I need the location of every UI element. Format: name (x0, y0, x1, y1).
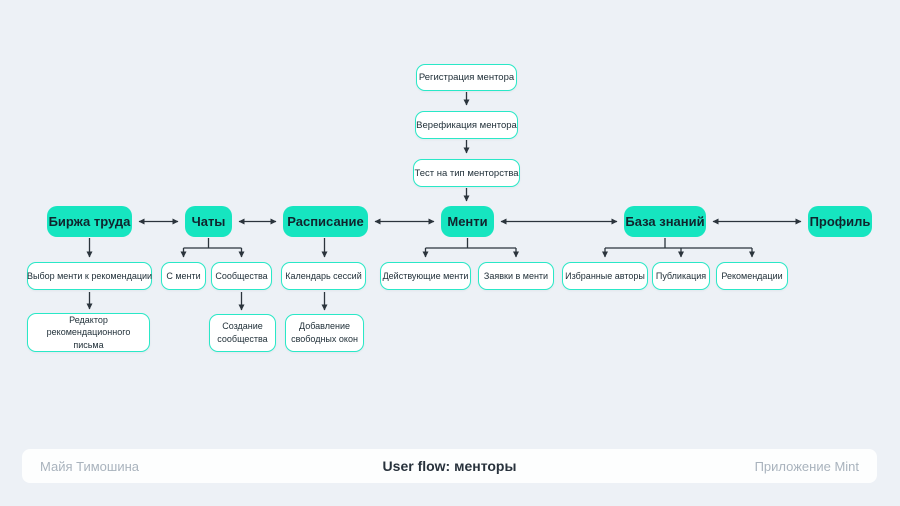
node-label: Рекомендации (721, 271, 783, 281)
node-recommendations: Рекомендации (716, 262, 788, 290)
node-label: Действующие менти (382, 271, 469, 281)
node-label: Редактор рекомендационного письма (46, 314, 131, 350)
node-community-creation: Создание сообщества (209, 314, 276, 352)
footer-app: Приложение Mint (754, 458, 859, 474)
node-label: Биржа труда (48, 214, 131, 229)
node-label: Регистрация ментора (418, 72, 515, 83)
node-registration: Регистрация ментора (416, 64, 517, 91)
node-label: Чаты (191, 214, 226, 229)
node-label: База знаний (625, 214, 705, 229)
node-communities: Сообщества (211, 262, 272, 290)
node-label: Менти (447, 214, 488, 229)
node-label: С менти (166, 271, 201, 281)
node-free-slots: Добавление свободных окон (285, 314, 364, 352)
footer-author: Майя Тимошина (40, 458, 140, 474)
footer-bar: Майя Тимошина User flow: менторы Приложе… (22, 449, 877, 483)
node-label: Тест на тип менторства (414, 167, 519, 179)
node-label: Публикация (655, 271, 707, 281)
node-schedule: Расписание (283, 206, 368, 237)
node-knowledge-base: База знаний (624, 206, 706, 237)
node-session-calendar: Календарь сессий (281, 262, 366, 290)
footer-title: User flow: менторы (382, 458, 517, 474)
node-label: Добавление свободных окон (291, 321, 358, 344)
node-chats: Чаты (185, 206, 232, 237)
node-label: Расписание (287, 214, 364, 229)
node-publication: Публикация (652, 262, 710, 290)
node-job-board: Биржа труда (47, 206, 132, 237)
node-favorite-authors: Избранные авторы (562, 262, 648, 290)
node-active-mentees: Действующие менти (380, 262, 471, 290)
node-label: Верефикация ментора (416, 119, 517, 131)
node-label: Создание сообщества (217, 321, 268, 344)
node-label: Календарь сессий (285, 271, 362, 281)
node-letter-editor: Редактор рекомендационного письма (27, 313, 150, 352)
node-test: Тест на тип менторства (413, 159, 520, 187)
node-label: Сообщества (215, 271, 268, 281)
node-mentees: Менти (441, 206, 494, 237)
node-mentee-choice: Выбор менти к рекомендации (27, 262, 152, 290)
node-label: Избранные авторы (565, 271, 645, 281)
node-mentee-requests: Заявки в менти (478, 262, 554, 290)
node-with-mentee: С менти (161, 262, 206, 290)
node-label: Выбор менти к рекомендации (26, 271, 153, 281)
node-profile: Профиль (808, 206, 872, 237)
node-label: Заявки в менти (483, 271, 549, 281)
node-label: Профиль (809, 214, 871, 229)
node-verification: Верефикация ментора (415, 111, 518, 139)
